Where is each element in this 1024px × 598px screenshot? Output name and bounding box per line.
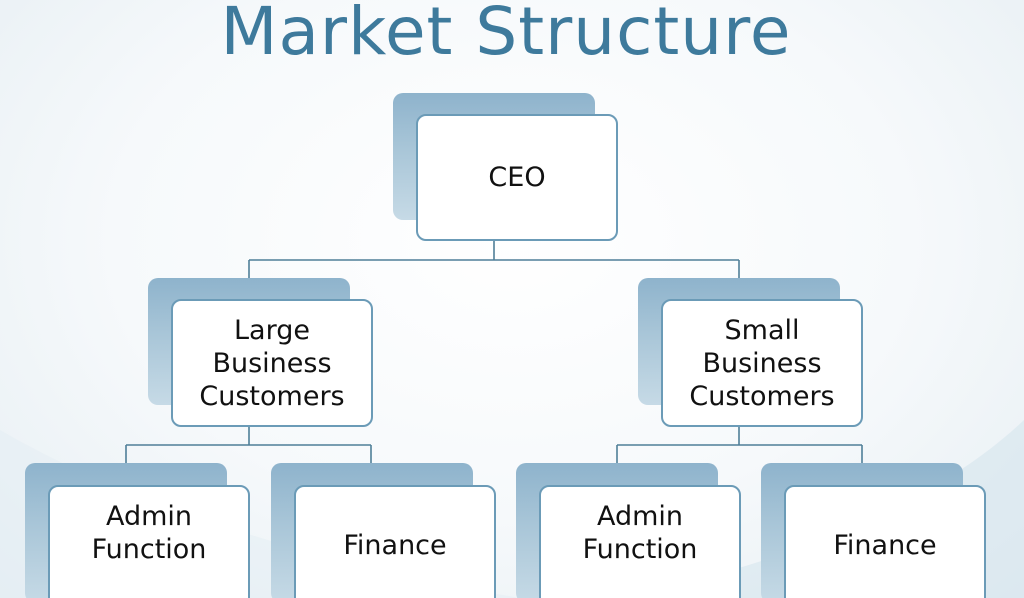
node-box: Finance xyxy=(784,485,986,598)
node-box: Admin Function xyxy=(48,485,250,598)
node-box: CEO xyxy=(416,114,618,241)
node-box: Finance xyxy=(294,485,496,598)
node-label: Large Business Customers xyxy=(199,314,345,412)
node-label: Finance xyxy=(833,529,937,561)
node-label: Finance xyxy=(343,529,447,561)
node-label: Admin Function xyxy=(582,500,698,565)
node-label: Small Business Customers xyxy=(689,314,835,412)
node-label: Admin Function xyxy=(91,500,207,565)
node-box: Admin Function xyxy=(539,485,741,598)
node-label: CEO xyxy=(488,162,546,193)
node-box: Small Business Customers xyxy=(661,299,863,427)
slide-title: Market Structure xyxy=(220,0,792,70)
node-box: Large Business Customers xyxy=(171,299,373,427)
